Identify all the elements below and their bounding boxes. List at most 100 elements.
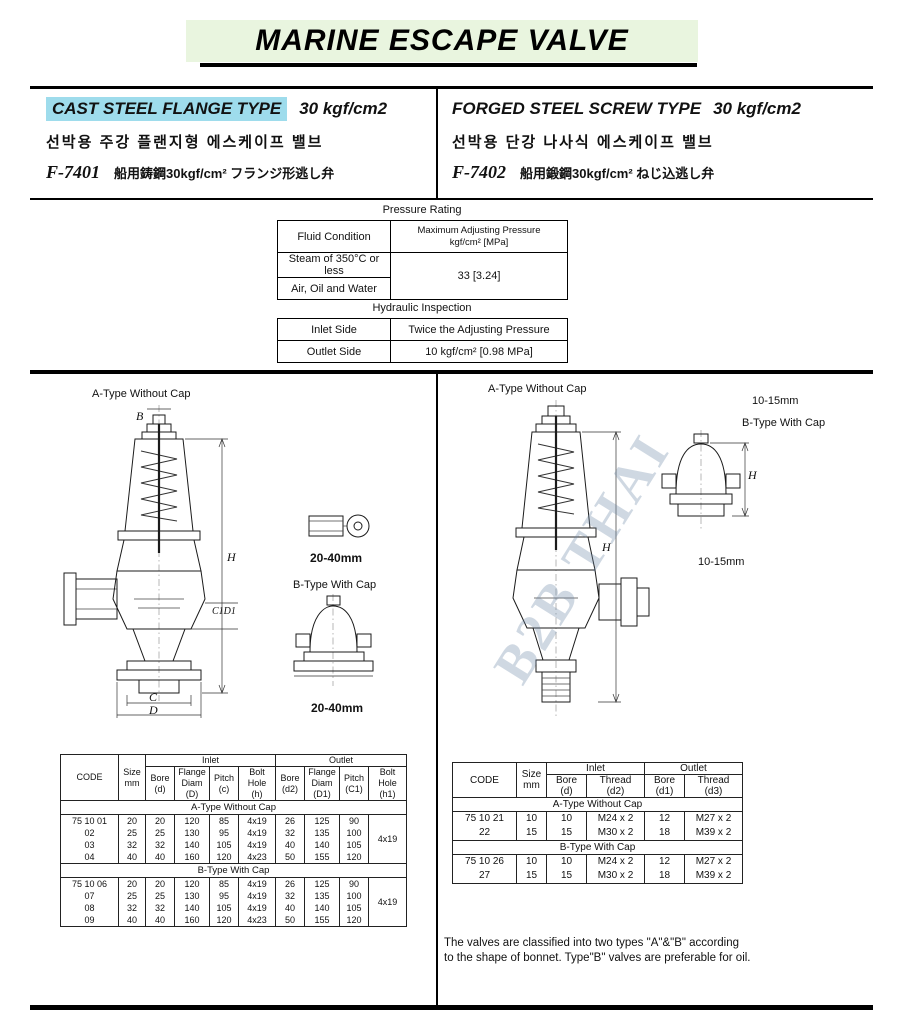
value: 75 10 26 bbox=[465, 856, 504, 867]
value: 20 bbox=[154, 879, 165, 889]
section-b-type: B-Type With Cap bbox=[60, 863, 407, 878]
value: 32 bbox=[126, 840, 137, 850]
header-outlet: Outlet bbox=[644, 762, 743, 775]
product-model-right: F-7402 bbox=[452, 162, 506, 182]
value: 25 bbox=[126, 891, 137, 901]
value: 120 bbox=[216, 852, 232, 862]
left-dim-b: B bbox=[136, 409, 144, 423]
value: 75 10 01 bbox=[71, 816, 108, 826]
right-dim-h-cap: H bbox=[748, 468, 757, 482]
product-model-line-right: F-7402 船用鍛鋼30kgf/cm² ねじ込逃し弁 bbox=[452, 162, 838, 183]
value: 20 bbox=[126, 816, 137, 826]
pitch-c-cell: 85 95 105 120 bbox=[209, 877, 239, 927]
right-size-bottom-label: 10-15mm bbox=[698, 556, 745, 568]
value: 4x19 bbox=[247, 879, 267, 889]
page-title-box: MARINE ESCAPE VALVE bbox=[186, 20, 698, 62]
value: 125 bbox=[314, 879, 330, 889]
value: 10 bbox=[525, 856, 538, 867]
value: 95 bbox=[218, 828, 229, 838]
value: 85 bbox=[218, 816, 229, 826]
flange-diam-D-cell: 120 130 140 160 bbox=[174, 877, 210, 927]
max-pressure-line2: kgf/cm² [MPa] bbox=[449, 236, 509, 248]
table-group-a: 75 10 01 02 03 04 20 25 32 40 20 25 32 4… bbox=[60, 814, 407, 864]
section-a-type: A-Type Without Cap bbox=[452, 797, 743, 812]
header-bore-d2: Bore (d2) bbox=[275, 766, 305, 801]
footnote-line1: The valves are classified into two types… bbox=[444, 937, 740, 949]
header-size: Size mm bbox=[516, 762, 547, 798]
value: 75 10 21 bbox=[465, 813, 504, 824]
value: 32 bbox=[154, 903, 165, 913]
code-cell: 75 10 26 27 bbox=[452, 854, 517, 884]
value: 40 bbox=[284, 840, 295, 850]
header-flange-diam-D: Flange Diam (D) bbox=[174, 766, 210, 801]
value: 32 bbox=[284, 891, 295, 901]
value: 140 bbox=[184, 840, 200, 850]
value: 4x19 bbox=[247, 840, 267, 850]
code-cell: 75 10 21 22 bbox=[452, 811, 517, 841]
size-cell: 20 25 32 40 bbox=[118, 814, 146, 864]
bolt-hole-h1-cell: 4x19 bbox=[368, 877, 407, 927]
value: 22 bbox=[478, 827, 491, 838]
left-b-size-label: 20-40mm bbox=[311, 701, 364, 715]
header-bolt-hole-h1: Bolt Hole (h1) bbox=[368, 766, 407, 801]
pressure-rating-table: Fluid Condition Maximum Adjusting Pressu… bbox=[277, 220, 568, 300]
header-code: CODE bbox=[60, 754, 119, 801]
value: 160 bbox=[184, 915, 200, 925]
product-model-left: F-7401 bbox=[46, 162, 100, 182]
value: 105 bbox=[346, 840, 362, 850]
value: M39 x 2 bbox=[695, 827, 732, 838]
value: 50 bbox=[284, 915, 295, 925]
value: M24 x 2 bbox=[597, 813, 634, 824]
value: 120 bbox=[184, 816, 200, 826]
valve-cross-section-flange-a-type bbox=[63, 405, 238, 718]
size-cell: 10 15 bbox=[516, 854, 547, 884]
value: 20 bbox=[154, 816, 165, 826]
bolt-hole-h-cell: 4x19 4x19 4x19 4x23 bbox=[238, 877, 276, 927]
flange-diam-D1-cell: 125 135 140 155 bbox=[304, 877, 340, 927]
value: 120 bbox=[184, 879, 200, 889]
value: 125 bbox=[314, 816, 330, 826]
section-row: B-Type With Cap bbox=[60, 863, 407, 878]
value: 18 bbox=[658, 827, 671, 838]
value: 40 bbox=[126, 852, 137, 862]
cap-side-view-icon bbox=[308, 514, 370, 538]
thread-d2-cell: M24 x 2 M30 x 2 bbox=[586, 811, 645, 841]
value: 25 bbox=[126, 828, 137, 838]
bore-d-cell: 20 25 32 40 bbox=[145, 877, 175, 927]
bore-d-cell: 10 15 bbox=[546, 854, 587, 884]
header-pitch-C1: Pitch (C1) bbox=[339, 766, 369, 801]
pitch-C1-cell: 90 100 105 120 bbox=[339, 877, 369, 927]
product-header-right: FORGED STEEL SCREW TYPE 30 kgf/cm2 선박용 단… bbox=[452, 97, 838, 183]
footnote-line2: to the shape of bonnet. Type"B" valves a… bbox=[444, 952, 751, 964]
value: M39 x 2 bbox=[695, 870, 732, 881]
product-pressure-left: 30 kgf/cm2 bbox=[299, 99, 388, 118]
product-header-left: CAST STEEL FLANGE TYPE 30 kgf/cm2 선박용 주강… bbox=[46, 97, 432, 183]
header-bolt-hole-h: Bolt Hole (h) bbox=[238, 766, 276, 801]
header-bore-d: Bore (d) bbox=[546, 774, 587, 798]
bolt-hole-h1-cell: 4x19 bbox=[368, 814, 407, 864]
inlet-side-value: Twice the Adjusting Pressure bbox=[390, 318, 568, 341]
header-bore-d1: Bore (d1) bbox=[644, 774, 685, 798]
code-cell: 75 10 01 02 03 04 bbox=[60, 814, 119, 864]
section-b-type: B-Type With Cap bbox=[452, 840, 743, 855]
header-outlet: Outlet bbox=[275, 754, 407, 767]
thread-d3-cell: M27 x 2 M39 x 2 bbox=[684, 811, 743, 841]
bore-d1-cell: 12 18 bbox=[644, 811, 685, 841]
value: 09 bbox=[84, 915, 95, 925]
value: 12 bbox=[658, 856, 671, 867]
bore-d1-cell: 12 18 bbox=[644, 854, 685, 884]
value: 140 bbox=[314, 903, 330, 913]
bore-d-cell: 10 15 bbox=[546, 811, 587, 841]
left-dim-h: H bbox=[227, 550, 236, 564]
value: 32 bbox=[284, 828, 295, 838]
section-row: A-Type Without Cap bbox=[60, 800, 407, 815]
value: 32 bbox=[126, 903, 137, 913]
bolt-hole-h-cell: 4x19 4x19 4x19 4x23 bbox=[238, 814, 276, 864]
right-size-top-label: 10-15mm bbox=[752, 395, 799, 407]
product-desc-left: 船用鋳鋼30kgf/cm² フランジ形逃し弁 bbox=[114, 166, 335, 181]
value: 02 bbox=[84, 828, 95, 838]
thread-d2-cell: M24 x 2 M30 x 2 bbox=[586, 854, 645, 884]
header-thread-d3: Thread (d3) bbox=[684, 774, 743, 798]
value: 90 bbox=[348, 879, 359, 889]
